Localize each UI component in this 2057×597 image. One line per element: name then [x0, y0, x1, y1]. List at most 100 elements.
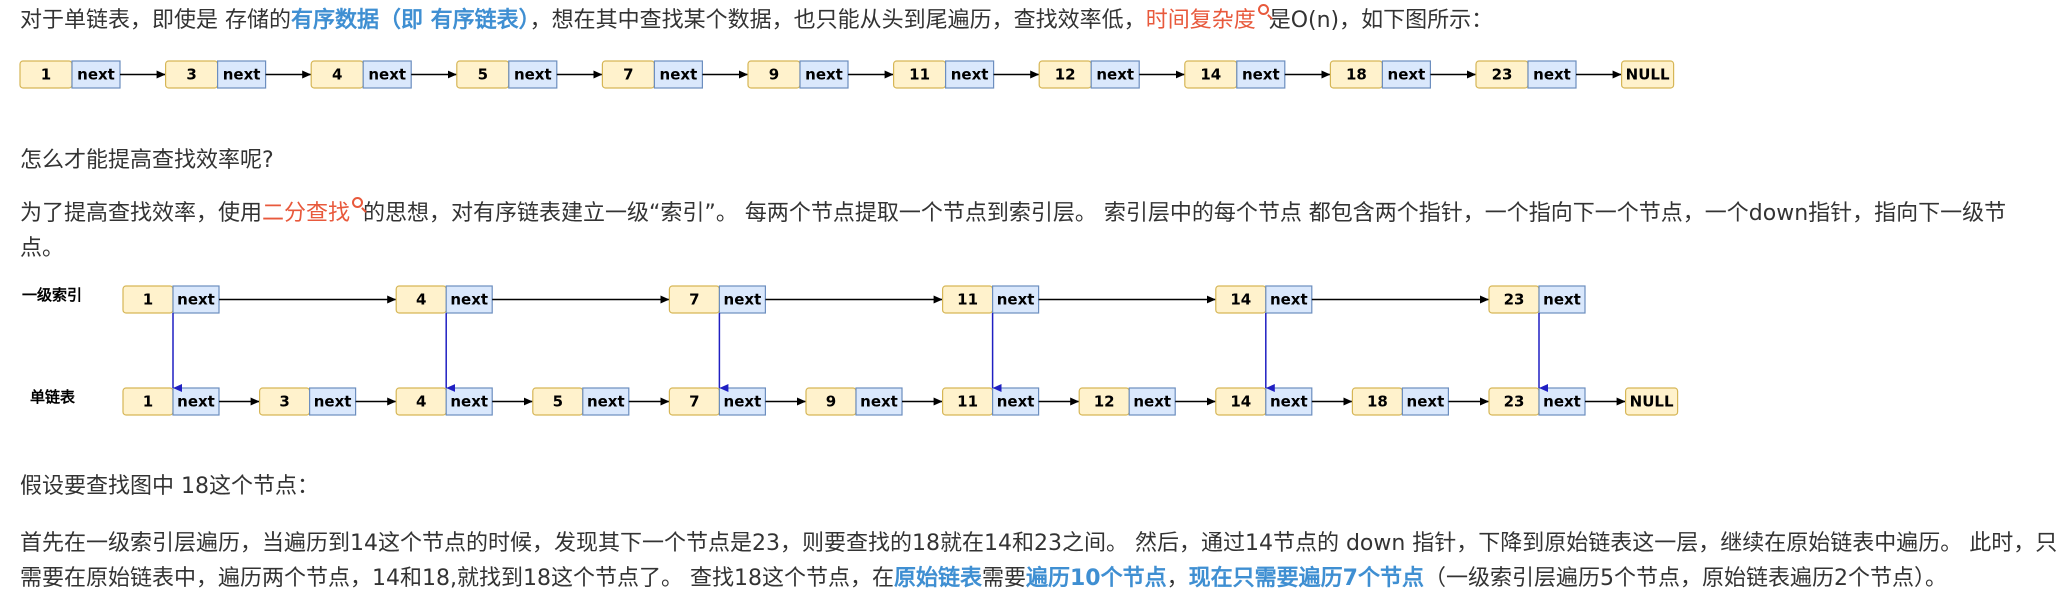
index-list-node-value: 11	[957, 291, 978, 309]
intro-text-post: 是O(n)，如下图所示：	[1268, 8, 1494, 33]
base-list-node-next-label: next	[1543, 393, 1581, 411]
index-list-node-next-cell	[1265, 285, 1313, 314]
base-list-node-next-cell	[582, 387, 630, 416]
index-list-node-next-cell	[1538, 285, 1586, 314]
base-list-node-next-label: next	[314, 393, 352, 411]
top-list-node-next-label: next	[805, 66, 843, 84]
time-complexity-link[interactable]: 时间复杂度	[1145, 8, 1256, 33]
base-list-node-value: 7	[689, 393, 699, 411]
top-list-node-next-label: next	[514, 66, 552, 84]
explanation-line1: 首先在一级索引层遍历，当遍历到14这个节点的时候，发现其下一个节点是23，则要查…	[20, 531, 2057, 556]
base-list-node: 18 next	[1351, 387, 1450, 416]
top-list-node-next-cell	[1381, 60, 1432, 89]
base-list-node: 12 next	[1078, 387, 1176, 416]
top-list-node-next-label: next	[223, 66, 261, 84]
top-list-node: 12 next	[1038, 60, 1140, 89]
base-list-node-value: 12	[1094, 393, 1115, 411]
index-list-node-next-label: next	[177, 291, 215, 309]
base-level-label: 单链表	[30, 388, 76, 406]
top-list-node-value: 18	[1346, 66, 1367, 84]
top-list-node-next-label: next	[368, 66, 406, 84]
intro-text-mid: ，想在其中查找某个数据，也只能从头到尾遍历，查找效率低，	[529, 8, 1146, 33]
question-paragraph: 怎么才能提高查找效率呢?	[20, 148, 274, 173]
index-list-node-next-cell	[172, 285, 220, 314]
intro-paragraph: 对于单链表，即使是 存储的有序数据（即 有序链表），想在其中查找某个数据，也只能…	[20, 3, 1493, 39]
base-list-null-box	[1624, 387, 1679, 416]
binary-search-link[interactable]: 二分查找	[262, 201, 351, 226]
base-list-node-next-label: next	[997, 393, 1035, 411]
p2-text-line1: 的思想，对有序链表建立一级“索引”。 每两个节点提取一个节点到索引层。 索引层中…	[363, 201, 2007, 226]
top-list-node-next-cell	[362, 60, 412, 89]
index-list-node-next-label: next	[450, 291, 488, 309]
top-list-node: 4 next	[310, 60, 412, 89]
top-list-node: 18 next	[1329, 60, 1432, 89]
top-list-node-next-label: next	[951, 66, 989, 84]
base-list-node-next-label: next	[587, 393, 625, 411]
top-list-node-value: 12	[1055, 66, 1076, 84]
base-list-node-next-cell	[1401, 387, 1450, 416]
top-list-node-value: 5	[478, 66, 488, 84]
top-list-node: 9 next	[747, 60, 849, 89]
base-list-node-value: 18	[1367, 393, 1388, 411]
base-list-node-next-label: next	[1133, 393, 1171, 411]
base-list-node-next-label: next	[450, 393, 488, 411]
p2-text-pre: 为了提高查找效率，使用	[20, 201, 263, 226]
base-list-node-next-label: next	[177, 393, 215, 411]
search-icon[interactable]	[1257, 4, 1269, 15]
base-list-node-next-cell	[172, 387, 220, 416]
explanation-text-a: 需要在原始链表中，遍历两个节点，14和18,就找到18这个节点了。 查找18这个…	[20, 566, 894, 591]
index-list-node-value: 23	[1504, 291, 1525, 309]
top-list-node-value: 9	[769, 66, 779, 84]
index-list-node-next-label: next	[724, 291, 762, 309]
top-list-null-label: NULL	[1626, 66, 1670, 84]
base-list-node-next-cell	[855, 387, 903, 416]
index-list-node-next-cell	[445, 285, 493, 314]
base-list-node-value: 9	[826, 393, 836, 411]
top-list-node: 5 next	[456, 60, 558, 89]
index-list-node-next-label: next	[997, 291, 1035, 309]
top-list-node-next-label: next	[660, 66, 698, 84]
intro-text-pre: 对于单链表，即使是 存储的	[20, 8, 291, 33]
search-example-paragraph: 假设要查找图中 18这个节点：	[20, 474, 319, 499]
top-list-node-next-cell	[944, 60, 995, 89]
top-list-null-node: NULL	[1620, 60, 1675, 89]
top-list-node-next-label: next	[1096, 66, 1134, 84]
index-list-node-next-cell	[718, 285, 767, 314]
top-list-node-value: 7	[623, 66, 633, 84]
top-list-node-value: 4	[332, 66, 342, 84]
base-list-node-next-label: next	[1407, 393, 1445, 411]
base-list-node: 5 next	[532, 387, 630, 416]
index-list-node: 4 next	[395, 285, 493, 314]
base-list-node-value: 5	[553, 393, 563, 411]
index-list-node-value: 4	[416, 291, 426, 309]
base-list-node-next-cell	[1128, 387, 1176, 416]
index-list-node-value: 7	[689, 291, 699, 309]
explanation-text-c: ，	[1166, 566, 1189, 591]
top-list-node-value: 14	[1200, 66, 1221, 84]
top-list-null-box	[1620, 60, 1675, 89]
base-list-node-next-label: next	[724, 393, 762, 411]
index-level-label: 一级索引	[22, 286, 82, 304]
index-list-node-value: 1	[143, 291, 153, 309]
explanation-text-b: 需要	[981, 566, 1026, 591]
ordered-data-highlight: 有序数据（即 有序链表）	[291, 8, 530, 33]
top-list-node-next-label: next	[1388, 66, 1426, 84]
base-list-node-next-cell	[1538, 387, 1586, 416]
index-list-node: 11 next	[941, 285, 1040, 314]
top-list-node-next-cell	[217, 60, 267, 89]
binary-search-paragraph: 为了提高查找效率，使用二分查找的思想，对有序链表建立一级“索引”。 每两个节点提…	[20, 196, 2006, 232]
search-icon[interactable]	[352, 197, 364, 208]
original-list-highlight: 原始链表	[893, 566, 982, 591]
